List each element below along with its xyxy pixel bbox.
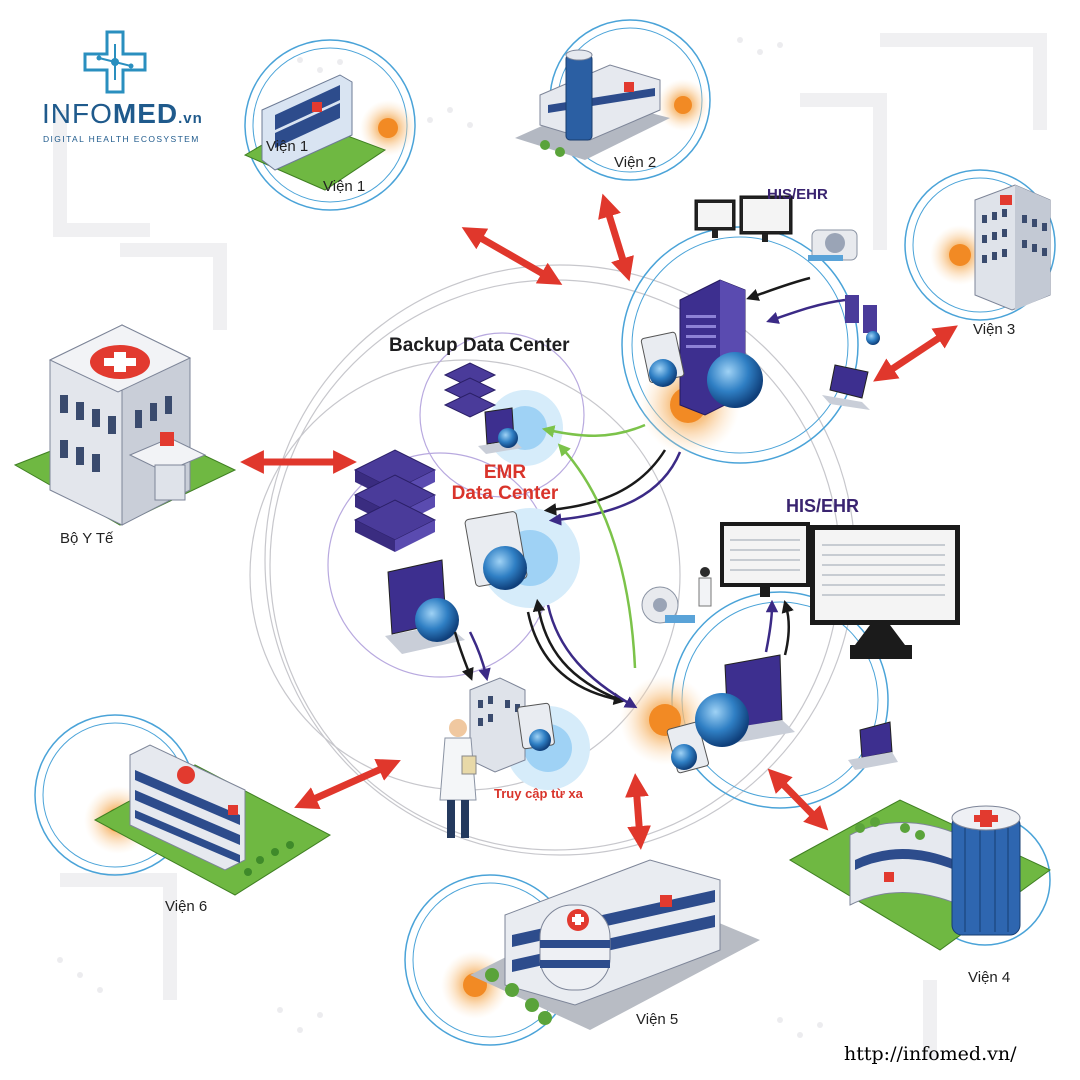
brand-bold: MED [112, 98, 179, 129]
hospital-vien-2-icon [515, 19, 711, 181]
emr-label-line2: Data Center [451, 483, 559, 504]
globe-icon [415, 598, 459, 642]
his-ehr-top-cluster [621, 195, 880, 464]
ministry-of-health-building-icon [13, 324, 237, 526]
globe-icon [866, 331, 880, 345]
vien-6-label: Viện 6 [165, 898, 208, 915]
hospital-vien-5-icon [404, 859, 760, 1046]
brand-logo-text: INFOMED.vn [42, 98, 203, 130]
vien-5-label: Viện 5 [636, 1011, 679, 1028]
globe-icon [498, 428, 518, 448]
doctor-icon [439, 719, 477, 838]
his-ehr-right-monitors-icon [720, 522, 960, 659]
remote-building-icon [469, 677, 526, 773]
vien-3-label: Viện 3 [973, 321, 1016, 338]
globe-icon [649, 359, 677, 387]
mri-scanner-icon [808, 229, 858, 261]
his-ehr-top-label: HIS/EHR [767, 186, 828, 203]
data-flow-arrows [453, 276, 846, 709]
small-servers-icon [845, 295, 877, 333]
his-ehr-right-cluster [620, 522, 960, 809]
his-ehr-right-label: HIS/EHR [786, 496, 860, 516]
brand-light: INFO [42, 98, 113, 129]
footer-url: http://infomed.vn/ [844, 1043, 1017, 1065]
bidirectional-red-arrows [240, 193, 958, 850]
hospital-vien-1-icon [243, 39, 416, 211]
globe-icon [695, 693, 749, 747]
emr-label-line1: EMR [483, 462, 527, 483]
globe-icon [707, 352, 763, 408]
hospital-vien-4-icon [788, 799, 1051, 951]
emr-data-center-label: EMR Data Center [440, 462, 570, 504]
brand-tld: .vn [178, 110, 203, 127]
vien-1-label: Viện 1 [323, 178, 366, 195]
hospital-vien-3-icon [904, 169, 1056, 321]
globe-icon [529, 729, 551, 751]
emr-data-center-cluster [327, 449, 580, 678]
his-ehr-top-monitors-icon [694, 195, 793, 242]
hospital-vien-6-icon [34, 714, 332, 896]
vien-1-sign-label: Viện 1 [266, 138, 309, 155]
laptop-small-right-icon [848, 721, 898, 770]
globe-icon [671, 744, 697, 770]
bo-y-te-label: Bộ Y Tế [60, 530, 114, 547]
emr-server-stack-icon [353, 449, 437, 552]
remote-access-label: Truy cập từ xa [494, 786, 583, 801]
ct-scanner-icon [641, 567, 712, 624]
laptop-top-icon [822, 364, 870, 410]
brand-tagline: DIGITAL HEALTH ECOSYSTEM [43, 134, 200, 144]
globe-icon [483, 546, 527, 590]
remote-access-cluster [439, 677, 590, 838]
world-map-dots [57, 37, 823, 1038]
infomed-logo-icon [83, 30, 147, 94]
backup-data-center-label: Backup Data Center [389, 335, 570, 356]
vien-4-label: Viện 4 [968, 969, 1011, 986]
backup-data-center-cluster [419, 332, 585, 498]
backup-server-stack-icon [443, 362, 497, 418]
vien-2-label: Viện 2 [614, 154, 657, 171]
background-pattern [53, 33, 1047, 1060]
